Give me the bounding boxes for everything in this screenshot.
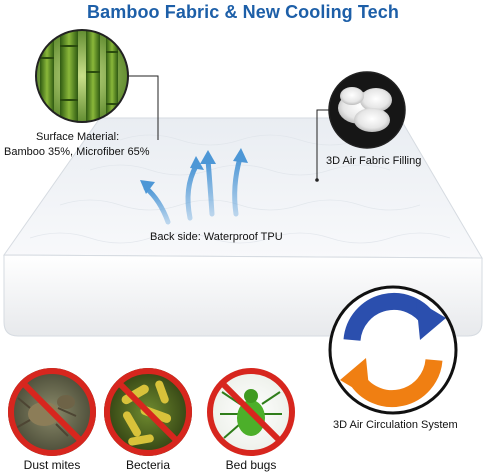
circulation-label: 3D Air Circulation System — [333, 419, 458, 431]
pest-caption-bacteria: Becteria — [125, 458, 171, 472]
pest-caption-bed-bugs: Bed bugs — [225, 458, 277, 472]
callout-line-filling — [316, 109, 329, 180]
headline: Bamboo Fabric & New Cooling Tech — [87, 2, 399, 22]
pest-caption-dust-mites: Dust mites — [23, 458, 81, 472]
bed-bug-icon — [207, 368, 295, 456]
back-side-label: Back side: Waterproof TPU — [150, 231, 283, 243]
dust-mite-icon — [8, 368, 96, 456]
bamboo-icon — [35, 29, 129, 123]
callout-line-surface — [128, 75, 159, 140]
air-circulation-icon — [328, 285, 458, 415]
surface-material-title: Surface Material: — [36, 131, 120, 143]
filling-label: 3D Air Fabric Filling — [326, 155, 422, 167]
fabric-filling-icon — [328, 71, 406, 149]
surface-material-detail: Bamboo 35%, Microfiber 65% — [4, 146, 150, 158]
bacteria-icon — [104, 368, 192, 456]
